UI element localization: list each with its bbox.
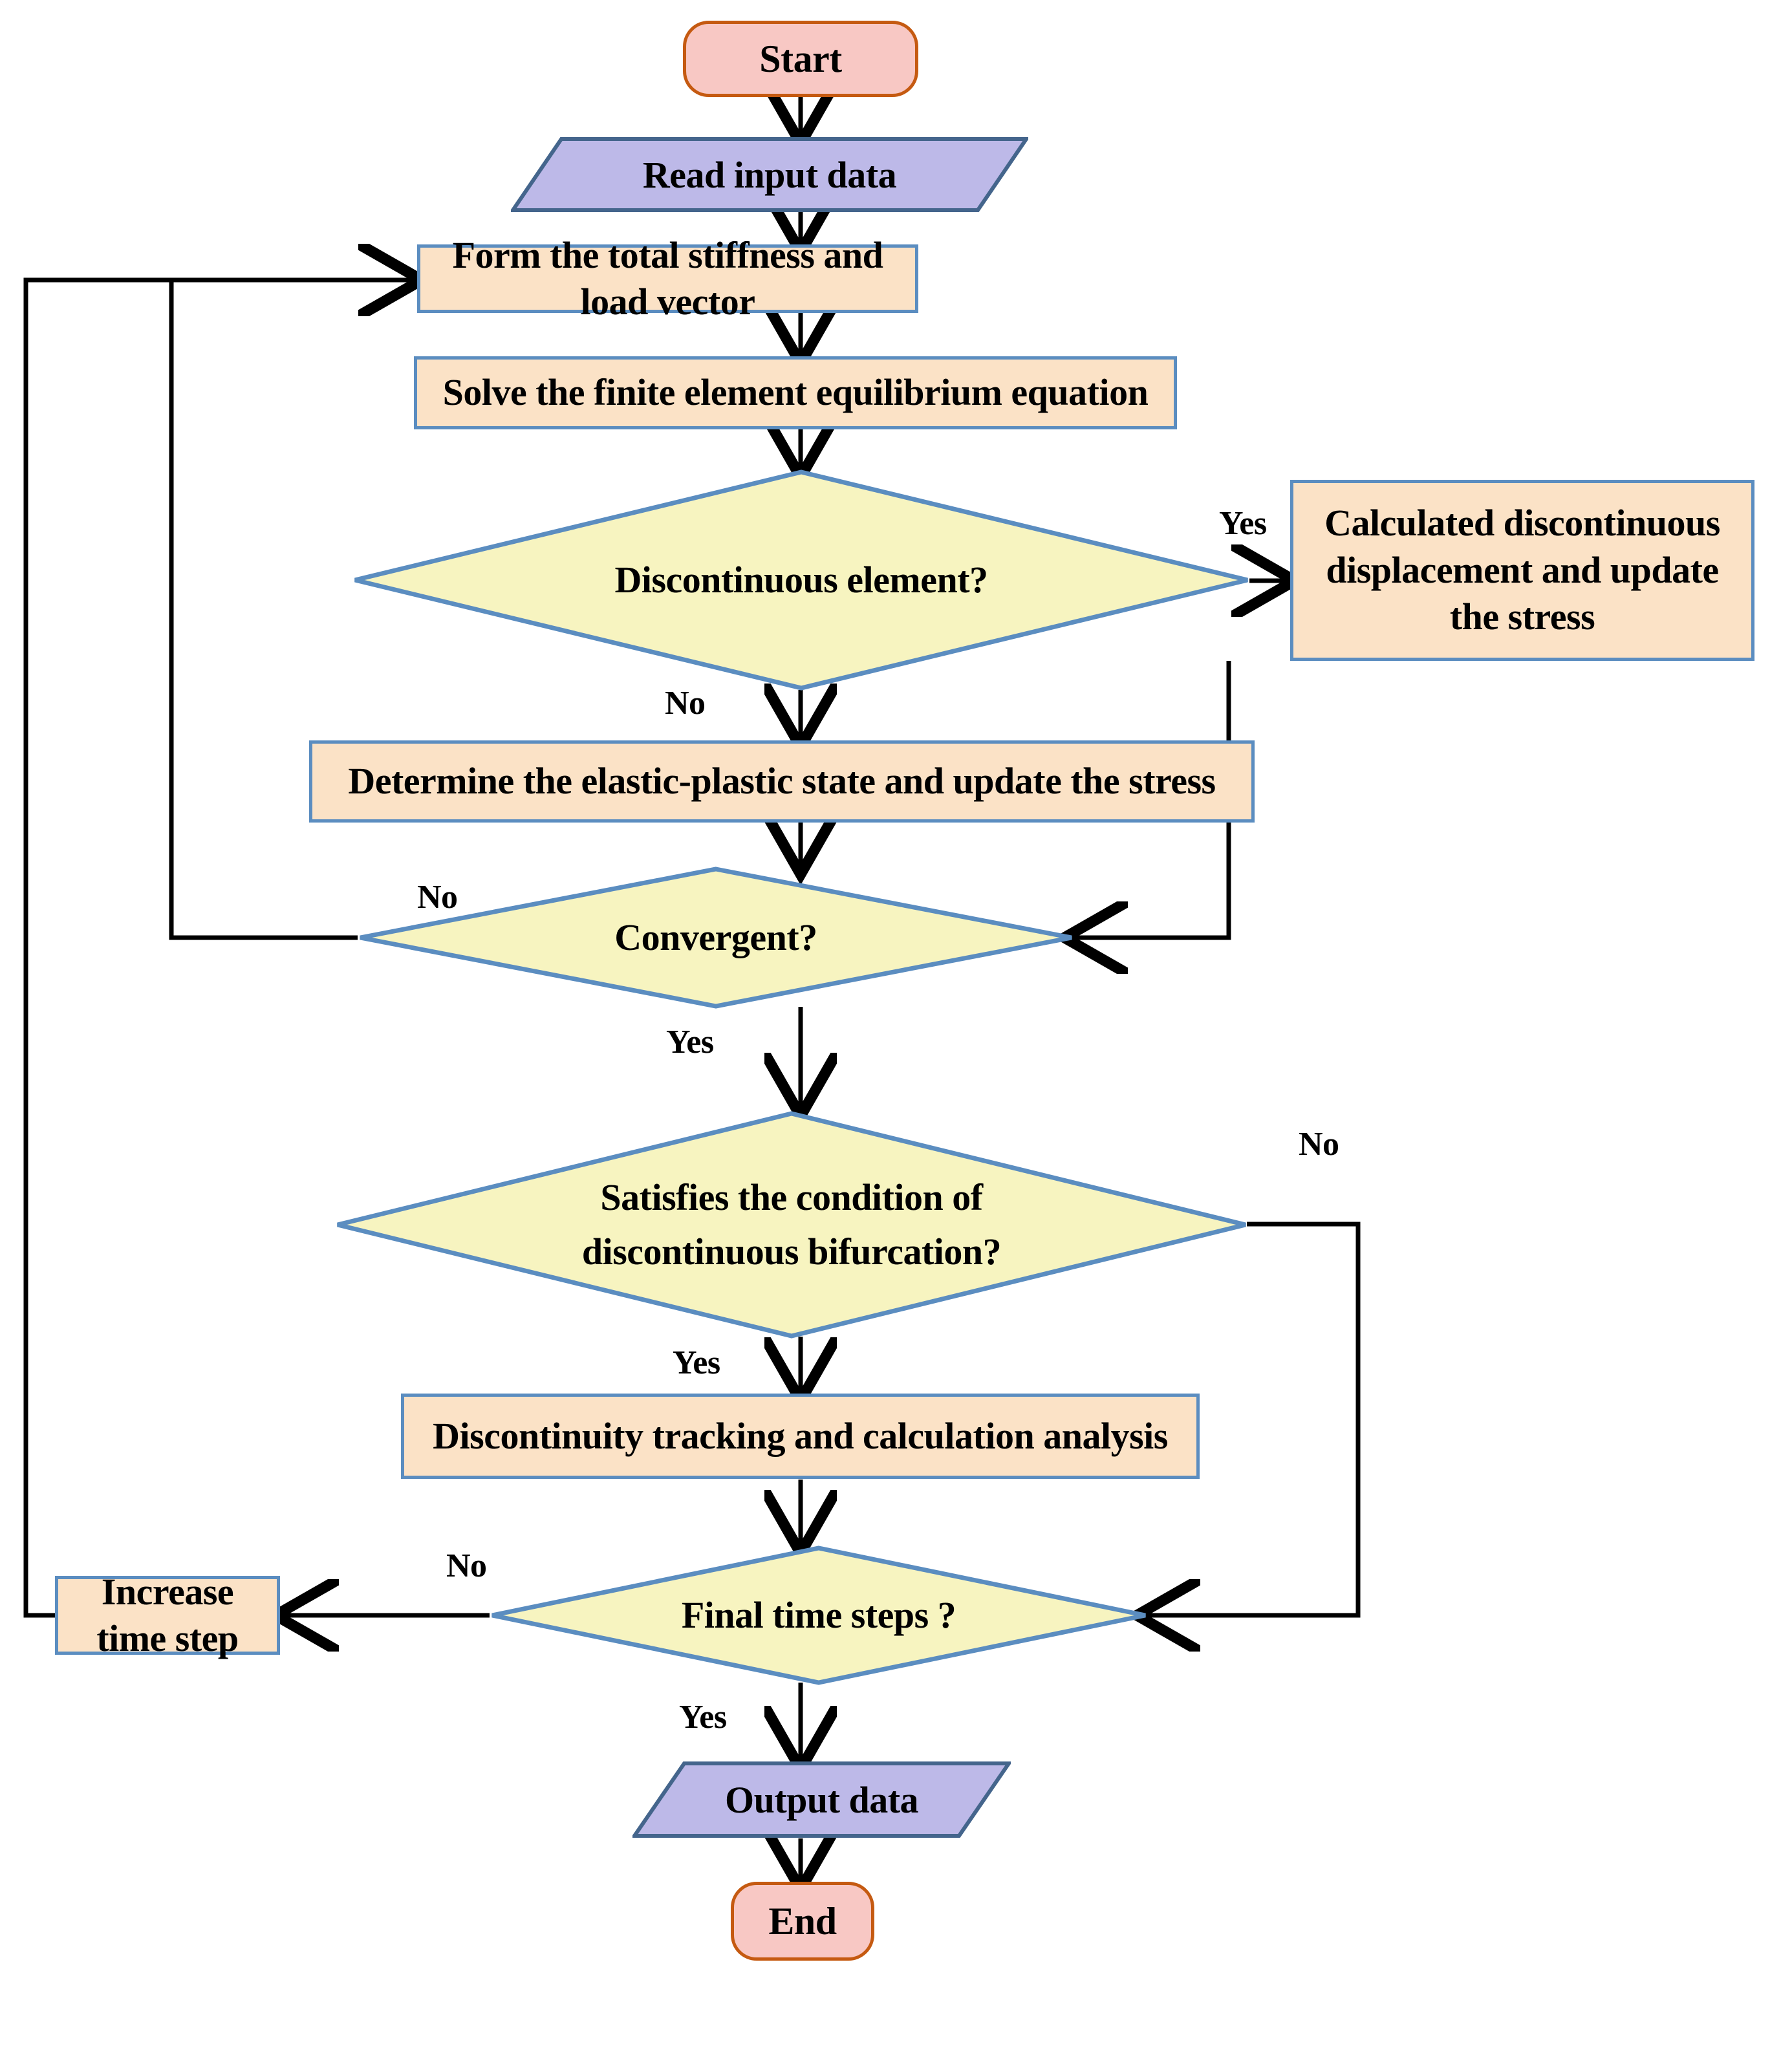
node-solve-equation[interactable]: Solve the finite element equilibrium equ… (414, 356, 1177, 429)
edge-label-final-yes: Yes (679, 1699, 727, 1736)
node-discontinuity-tracking[interactable]: Discontinuity tracking and calculation a… (401, 1394, 1200, 1479)
edge-label-bifurcation-no: No (1299, 1126, 1339, 1163)
node-determine-elastic-label: Determine the elastic-plastic state and … (348, 760, 1216, 802)
node-satisfies-bifurcation[interactable]: Satisfies the condition of discontinuous… (335, 1111, 1248, 1339)
node-convergent[interactable]: Convergent? (358, 867, 1074, 1009)
node-final-time-steps-label: Final time steps ? (681, 1593, 956, 1636)
node-increase-time-step[interactable]: Increase time step (55, 1571, 280, 1659)
edge-label-final-no: No (446, 1547, 487, 1584)
node-calc-discontinuous[interactable]: Calculated discontinuous displacement an… (1290, 480, 1754, 661)
bifurcation-line-2: discontinuous bifurcation? (581, 1231, 1002, 1273)
edge-label-discontinuous-yes: Yes (1219, 505, 1267, 542)
bifurcation-line-1: Satisfies the condition of (600, 1176, 983, 1218)
node-satisfies-bifurcation-label: Satisfies the condition of discontinuous… (335, 1111, 1248, 1339)
node-form-stiffness[interactable]: Form the total stiffness and load vector (417, 234, 918, 323)
node-convergent-label: Convergent? (614, 916, 817, 958)
node-output-data[interactable]: Output data (632, 1761, 1011, 1838)
node-form-stiffness-label: Form the total stiffness and load vector (452, 233, 883, 323)
node-final-time-steps[interactable]: Final time steps ? (490, 1545, 1148, 1685)
diamond-shape (354, 469, 1248, 691)
parallelogram-shape (511, 137, 1028, 212)
node-discontinuity-tracking-label: Discontinuity tracking and calculation a… (433, 1414, 1168, 1457)
node-discontinuous-element-label: Discontinuous element? (614, 558, 988, 601)
parallelogram-shape (632, 1761, 1011, 1838)
node-increase-time-step-label: Increase time step (96, 1570, 239, 1660)
node-output-data-label: Output data (724, 1778, 919, 1821)
diamond-shape (337, 1111, 1246, 1339)
diamond-shape (360, 867, 1072, 1009)
edge-label-convergent-no: No (417, 879, 458, 916)
node-determine-elastic[interactable]: Determine the elastic-plastic state and … (309, 740, 1255, 823)
node-discontinuous-element[interactable]: Discontinuous element? (352, 469, 1250, 691)
edge-label-convergent-yes: Yes (666, 1024, 714, 1061)
node-read-input[interactable]: Read input data (511, 137, 1028, 212)
node-solve-equation-label: Solve the finite element equilibrium equ… (442, 371, 1149, 414)
edge-label-discontinuous-no: No (665, 685, 706, 722)
node-start-label: Start (759, 37, 842, 80)
node-calc-discontinuous-label: Calculated discontinuous displacement an… (1324, 502, 1720, 638)
node-start[interactable]: Start (683, 21, 918, 97)
node-end-label: End (768, 1899, 837, 1943)
diamond-shape (491, 1545, 1146, 1685)
node-end[interactable]: End (731, 1882, 874, 1961)
edge-label-bifurcation-yes: Yes (673, 1344, 720, 1381)
node-read-input-label: Read input data (642, 153, 897, 196)
